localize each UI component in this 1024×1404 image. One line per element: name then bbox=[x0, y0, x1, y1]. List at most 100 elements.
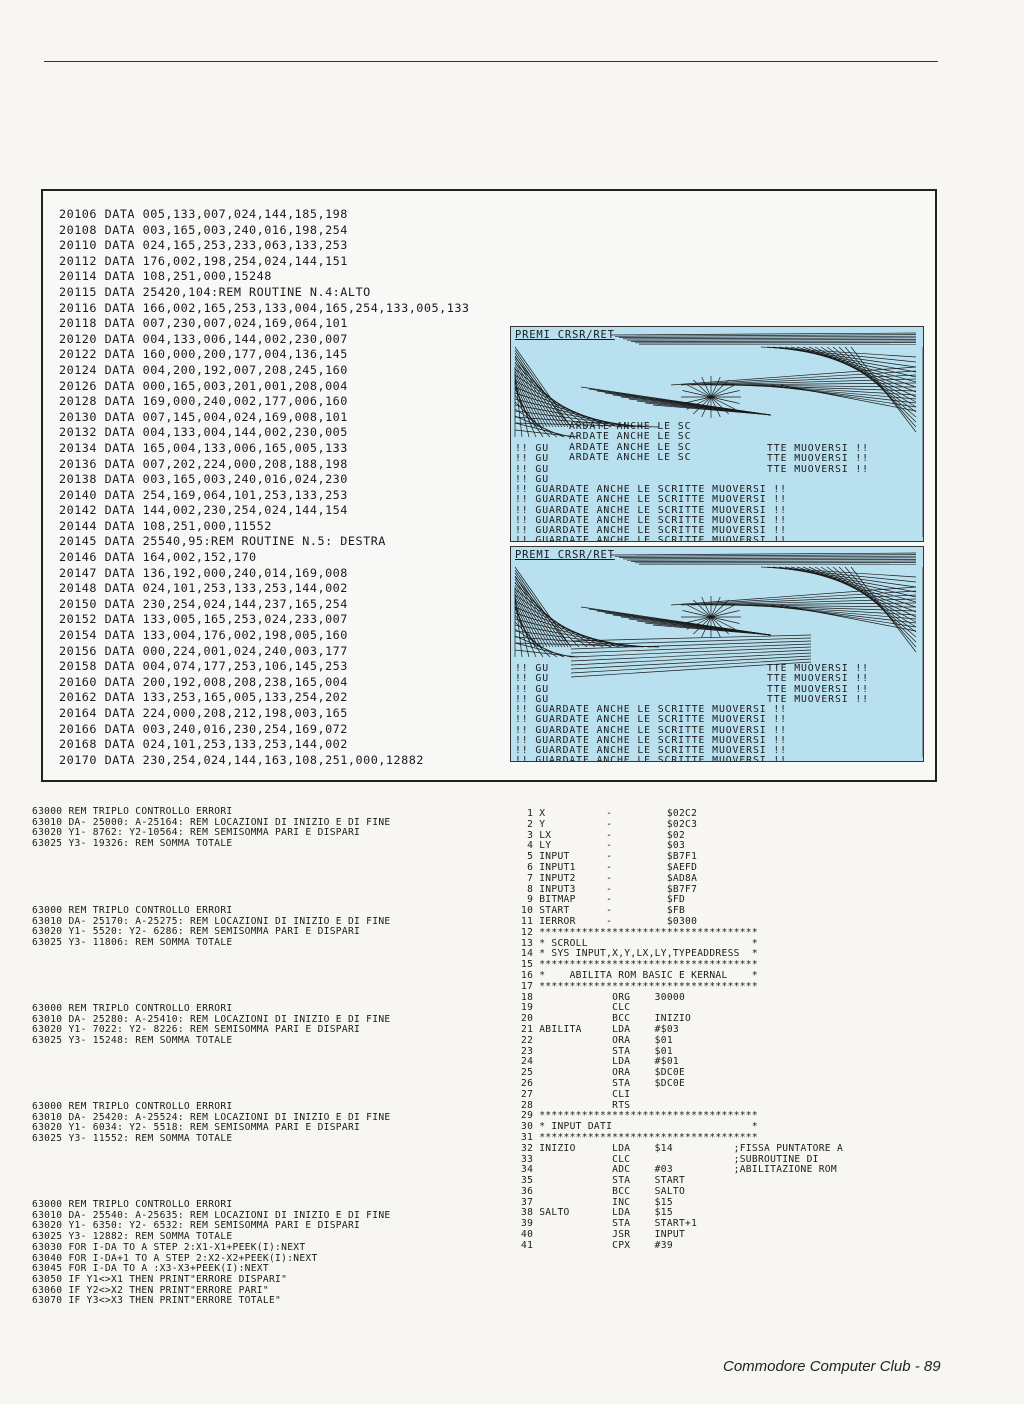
asm-line: 38 SALTO LDA $15 bbox=[521, 1207, 673, 1219]
screen-text-fragment: ARDATE ANCHE LE SC ARDATE ANCHE LE SC AR… bbox=[569, 421, 692, 463]
data-line: 20132 DATA 004,133,004,144,002,230,005 bbox=[59, 425, 348, 440]
asm-line: 41 CPX #39 bbox=[521, 1239, 673, 1251]
data-line: 20166 DATA 003,240,016,230,254,169,072 bbox=[59, 721, 348, 736]
asm-line: 35 STA START bbox=[521, 1175, 686, 1187]
code-line: 63040 FOR I-DA+1 TO A STEP 2:X2-X2+PEEK(… bbox=[32, 1252, 318, 1264]
screen-text-lines: !! GUARDATE ANCHE LE SCRITTE MUOVERSI !!… bbox=[515, 484, 787, 542]
code-line: 63020 Y1- 5520: Y2- 6286: REM SEMISOMMA … bbox=[32, 926, 361, 938]
code-line: 63025 Y3- 11806: REM SOMMA TOTALE bbox=[32, 937, 233, 949]
data-line: 20148 DATA 024,101,253,133,253,144,002 bbox=[59, 581, 348, 596]
data-line: 20120 DATA 004,133,006,144,002,230,007 bbox=[59, 331, 348, 346]
data-line: 20108 DATA 003,165,003,240,016,198,254 bbox=[59, 222, 348, 237]
data-line: 20106 DATA 005,133,007,024,144,185,198 bbox=[59, 207, 348, 221]
data-line: 20134 DATA 165,004,133,006,165,005,133 bbox=[59, 440, 348, 455]
data-line: 20145 DATA 25540,95:REM ROUTINE N.5: DES… bbox=[59, 534, 386, 549]
asm-line: 13 * SCROLL * bbox=[521, 937, 758, 949]
code-line: 63045 FOR I-DA TO A :X3-X3+PEEK(I):NEXT bbox=[32, 1263, 269, 1275]
data-line: 20114 DATA 108,251,000,15248 bbox=[59, 269, 272, 284]
data-line: 20130 DATA 007,145,004,024,169,008,101 bbox=[59, 409, 348, 424]
data-line: 20142 DATA 144,002,230,254,024,144,154 bbox=[59, 503, 348, 518]
data-line: 20146 DATA 164,002,152,170 bbox=[59, 550, 257, 565]
asm-line: 20 BCC INIZIO bbox=[521, 1013, 692, 1025]
asm-line: 14 * SYS INPUT,X,Y,LX,LY,TYPEADDRESS * bbox=[521, 948, 758, 960]
code-line: 63025 Y3- 11552: REM SOMMA TOTALE bbox=[32, 1133, 233, 1145]
asm-line: 30 * INPUT DATI * bbox=[521, 1121, 758, 1133]
data-line: 20128 DATA 169,000,240,002,177,006,160 bbox=[59, 394, 348, 409]
asm-line: 36 BCC SALTO bbox=[521, 1185, 686, 1197]
asm-line: 17 ************************************ bbox=[521, 980, 758, 992]
asm-line: 25 ORA $DC0E bbox=[521, 1067, 686, 1079]
code-line: 63010 DA- 25420: A-25524: REM LOCAZIONI … bbox=[32, 1111, 391, 1123]
asm-line: 22 ORA $01 bbox=[521, 1034, 673, 1046]
asm-line: 23 STA $01 bbox=[521, 1045, 673, 1057]
data-line: 20112 DATA 176,002,198,254,024,144,151 bbox=[59, 253, 348, 268]
asm-line: 5 INPUT - $B7F1 bbox=[521, 851, 698, 863]
header-rule bbox=[44, 61, 938, 62]
data-line: 20138 DATA 003,165,003,240,016,024,230 bbox=[59, 472, 348, 487]
asm-line: 33 CLC ;SUBROUTINE DI bbox=[521, 1153, 819, 1165]
asm-line: 26 STA $DC0E bbox=[521, 1077, 686, 1089]
asm-line: 12 ************************************ bbox=[521, 926, 758, 938]
data-line: 20126 DATA 000,165,003,201,001,208,004 bbox=[59, 378, 348, 393]
data-line: 20160 DATA 200,192,008,208,238,165,004 bbox=[59, 674, 348, 689]
screen-text-gu: !! GU !! GU !! GU !! GU bbox=[515, 663, 549, 705]
code-line: 63070 IF Y3<>X3 THEN PRINT"ERRORE TOTALE… bbox=[32, 1295, 282, 1307]
asm-line: 4 LY - $03 bbox=[521, 840, 686, 852]
screen-title: PREMI CRSR/RET bbox=[515, 329, 615, 341]
asm-line: 11 IERROR - $0300 bbox=[521, 915, 698, 927]
data-line: 20162 DATA 133,253,165,005,133,254,202 bbox=[59, 690, 348, 705]
code-line: 63020 Y1- 6034: Y2- 5518: REM SEMISOMMA … bbox=[32, 1122, 361, 1134]
asm-line: 6 INPUT1 - $AEFD bbox=[521, 861, 698, 873]
screen-text-gu: !! GU !! GU !! GU !! GU bbox=[515, 443, 549, 485]
asm-line: 3 LX - $02 bbox=[521, 829, 686, 841]
data-line: 20144 DATA 108,251,000,11552 bbox=[59, 518, 272, 533]
asm-line: 9 BITMAP - $FD bbox=[521, 894, 686, 906]
asm-line: 34 ADC #03 ;ABILITAZIONE ROM bbox=[521, 1164, 837, 1176]
code-line: 63025 Y3- 12882: REM SOMMA TOTALE bbox=[32, 1231, 233, 1243]
data-line: 20136 DATA 007,202,224,000,208,188,198 bbox=[59, 456, 348, 471]
code-line: 63020 Y1- 8762: Y2-10564: REM SEMISOMMA … bbox=[32, 827, 361, 839]
data-line: 20122 DATA 160,000,200,177,004,136,145 bbox=[59, 347, 348, 362]
screenshot-bottom: PREMI CRSR/RET TTE MUOVERSI !! TTE MUOVE… bbox=[510, 546, 924, 762]
asm-line: 7 INPUT2 - $AD8A bbox=[521, 872, 698, 884]
screenshot-top: PREMI CRSR/RET ARDATE ANCHE LE SC ARDATE… bbox=[510, 326, 924, 542]
asm-line: 24 LDA #$01 bbox=[521, 1056, 679, 1068]
asm-line: 27 CLI bbox=[521, 1088, 631, 1100]
code-line: 63020 Y1- 6350: Y2- 6532: REM SEMISOMMA … bbox=[32, 1220, 361, 1232]
code-line: 63000 REM TRIPLO CONTROLLO ERRORI bbox=[32, 1199, 233, 1210]
asm-line: 1 X - $02C2 bbox=[521, 808, 698, 819]
code-line: 63010 DA- 25000: A-25164: REM LOCAZIONI … bbox=[32, 816, 391, 828]
data-line: 20124 DATA 004,200,192,007,208,245,160 bbox=[59, 362, 348, 377]
data-line: 20168 DATA 024,101,253,133,253,144,002 bbox=[59, 737, 348, 752]
asm-line: 32 INIZIO LDA $14 ;FISSA PUNTATORE A bbox=[521, 1142, 844, 1154]
asm-line: 37 INC $15 bbox=[521, 1196, 673, 1208]
code-line: 63025 Y3- 19326: REM SOMMA TOTALE bbox=[32, 838, 233, 850]
data-line: 20147 DATA 136,192,000,240,014,169,008 bbox=[59, 565, 348, 580]
code-line: 63000 REM TRIPLO CONTROLLO ERRORI bbox=[32, 806, 233, 817]
asm-line: 15 ************************************ bbox=[521, 959, 758, 971]
asm-line: 39 STA START+1 bbox=[521, 1218, 698, 1230]
code-line: 63010 DA- 25280: A-25410: REM LOCAZIONI … bbox=[32, 1013, 391, 1025]
data-line: 20150 DATA 230,254,024,144,237,165,254 bbox=[59, 596, 348, 611]
code-line: 63010 DA- 25540: A-25635: REM LOCAZIONI … bbox=[32, 1209, 391, 1221]
screen-text-lines: !! GUARDATE ANCHE LE SCRITTE MUOVERSI !!… bbox=[515, 704, 787, 762]
data-line: 20115 DATA 25420,104:REM ROUTINE N.4:ALT… bbox=[59, 284, 371, 299]
data-line: 20140 DATA 254,169,064,101,253,133,253 bbox=[59, 487, 348, 502]
screen-title: PREMI CRSR/RET bbox=[515, 549, 615, 561]
asm-line: 18 ORG 30000 bbox=[521, 991, 686, 1003]
assembly-listing: 1 X - $02C2 2 Y - $02C3 3 LX - $02 4 LY … bbox=[521, 808, 901, 1252]
data-line: 20116 DATA 166,002,165,253,133,004,165,2… bbox=[59, 300, 470, 315]
code-line: 63020 Y1- 7022: Y2- 8226: REM SEMISOMMA … bbox=[32, 1024, 361, 1036]
asm-line: 16 * ABILITA ROM BASIC E KERNAL * bbox=[521, 969, 758, 981]
asm-line: 21 ABILITA LDA #$03 bbox=[521, 1023, 679, 1035]
code-line: 63025 Y3- 15248: REM SOMMA TOTALE bbox=[32, 1035, 233, 1047]
code-line: 63000 REM TRIPLO CONTROLLO ERRORI bbox=[32, 905, 233, 916]
asm-line: 29 ************************************ bbox=[521, 1110, 758, 1122]
code-line: 63050 IF Y1<>X1 THEN PRINT"ERRORE DISPAR… bbox=[32, 1273, 288, 1285]
data-line: 20154 DATA 133,004,176,002,198,005,160 bbox=[59, 628, 348, 643]
data-line: 20156 DATA 000,224,001,024,240,003,177 bbox=[59, 643, 348, 658]
